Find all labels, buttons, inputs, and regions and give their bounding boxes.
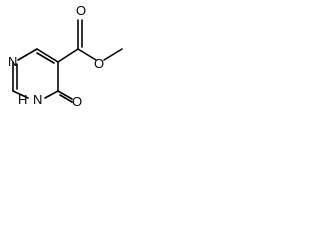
atom-h: H <box>18 92 27 107</box>
bond-c5-c6 <box>36 48 59 63</box>
atom-o-carbonyl: O <box>76 3 86 18</box>
bond-o-ester-methyl <box>103 48 123 61</box>
bond-n3-c4 <box>44 90 59 99</box>
atom-o-ketone: O <box>72 94 82 109</box>
atom-n-bottom: N <box>33 92 42 107</box>
ring-bonds <box>12 48 59 99</box>
atom-n-top: N <box>8 54 17 69</box>
molecule-structure: N H N O O O <box>8 3 123 109</box>
bond-c2-n3 <box>12 90 29 99</box>
bond-c4-o-double <box>59 94 73 103</box>
bond-c4-o <box>57 90 73 100</box>
bond-cester-o-ester <box>77 48 97 61</box>
bond-c6-n1 <box>17 48 38 61</box>
bond-c5-cester <box>57 48 79 63</box>
atom-o-ester: O <box>94 56 104 71</box>
bond-c5-c6-double <box>36 52 55 64</box>
ketone-bond <box>57 90 73 103</box>
ester-bonds <box>57 19 123 63</box>
